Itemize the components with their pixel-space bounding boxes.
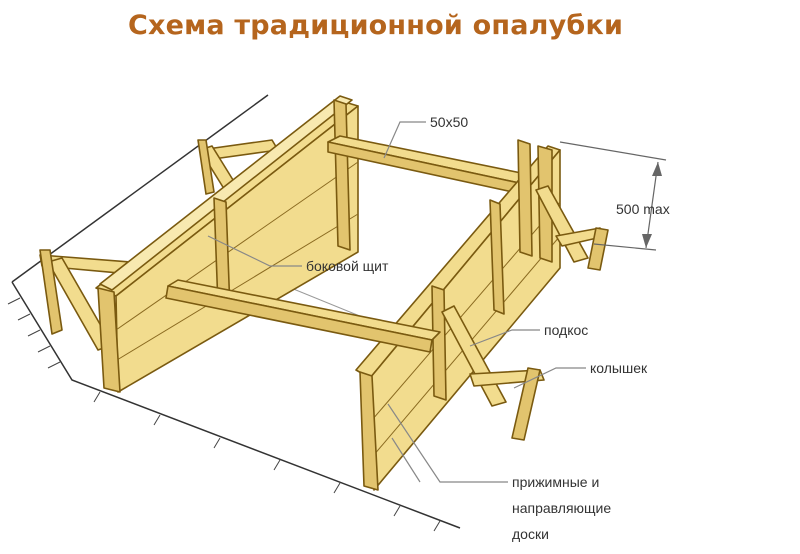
label-stake: колышек (590, 360, 648, 376)
leader-boards-2 (391, 437, 421, 483)
right-brace-back (535, 185, 609, 271)
leader-stake (513, 367, 586, 389)
label-boards-line3: доски (512, 526, 549, 542)
label-height-dim: 500 max (616, 201, 670, 217)
left-brace-front (39, 249, 131, 351)
right-side-panel (355, 139, 561, 491)
leader-side-panel (207, 235, 302, 267)
back-crossbar (327, 135, 537, 195)
leader-brace (469, 329, 540, 347)
leader-boards-1 (387, 403, 508, 483)
ground-outline (7, 94, 481, 532)
ground-hatching (7, 297, 441, 532)
height-dimension (559, 141, 667, 251)
label-brace: подкос (544, 322, 588, 338)
label-boards-line1: прижимные и (512, 474, 599, 490)
front-crossbar (165, 279, 441, 353)
label-side-panel: боковой щит (306, 258, 389, 274)
right-brace-front (441, 305, 545, 441)
label-boards-line2: направляющие (512, 500, 611, 516)
diagram-title: Схема традиционной опалубки (128, 10, 624, 41)
leader-lumber-size (383, 121, 426, 159)
left-side-panel (95, 95, 359, 393)
label-lumber-size: 50x50 (430, 114, 468, 130)
